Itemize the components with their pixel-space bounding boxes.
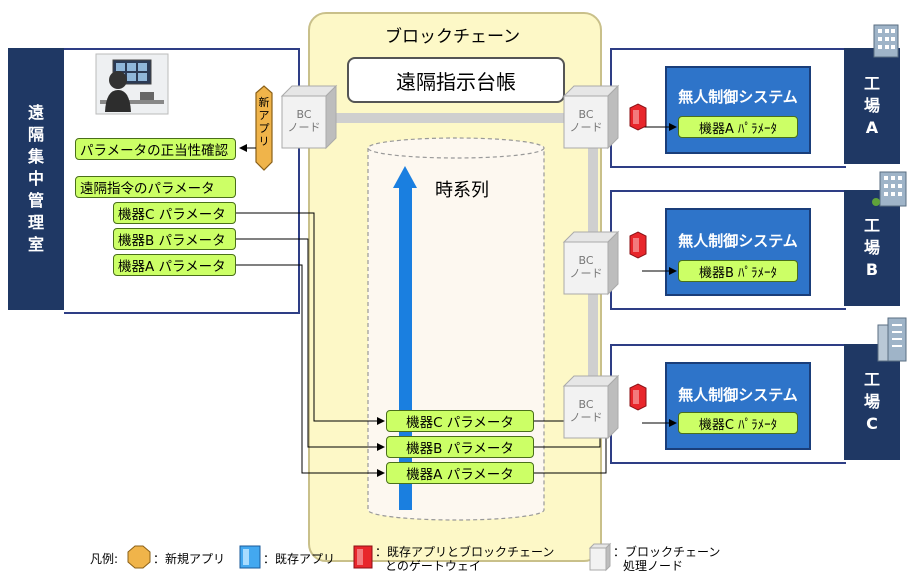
control-system-c <box>665 362 811 450</box>
ledger-title-box: 遠隔指示台帳 <box>347 57 565 103</box>
building-a-icon <box>873 24 899 58</box>
ledger-record-c: 機器C パラメータ <box>386 410 534 432</box>
ledger-record-b: 機器B パラメータ <box>386 436 534 458</box>
blockchain-title: ブロックチェーン <box>385 27 521 47</box>
bc-node-control-icon <box>280 84 338 150</box>
legend-new-app-icon <box>127 545 151 569</box>
factory-a-param: 機器A ﾊﾟﾗﾒｰﾀ <box>678 116 798 138</box>
legend-title: 凡例: <box>90 552 119 566</box>
param-b-box: 機器B パラメータ <box>113 228 236 250</box>
control-system-b-title: 無人制御システム <box>678 232 798 250</box>
legend-node-icon <box>588 542 612 572</box>
legend-node-text: ：ブロックチェーン 処理ノード <box>613 545 721 573</box>
param-c-box: 機器C パラメータ <box>113 202 236 224</box>
timeline-label: 時系列 <box>435 180 489 201</box>
verify-params-box: パラメータの正当性確認 <box>75 138 236 160</box>
building-c-icon <box>877 317 907 362</box>
legend-existing-app-text: ：既存アプリ <box>263 552 336 566</box>
gateway-c-icon <box>629 383 647 411</box>
new-app-label: 新 ア プ リ <box>258 96 270 148</box>
control-system-c-title: 無人制御システム <box>678 386 798 404</box>
building-b-icon <box>872 171 907 207</box>
legend-gateway-text: ：既存アプリとブロックチェーン とのゲートウェイ <box>375 545 555 573</box>
control-system-a-title: 無人制御システム <box>678 88 798 106</box>
factory-c-param: 機器C ﾊﾟﾗﾒｰﾀ <box>678 412 798 434</box>
control-system-a <box>665 66 811 154</box>
legend-new-app-text: ：新規アプリ <box>153 552 226 566</box>
control-room-label: 遠 隔 集 中 管 理 室 <box>8 48 64 310</box>
bc-node-b-icon <box>562 230 620 296</box>
gateway-b-icon <box>629 231 647 259</box>
param-a-box: 機器A パラメータ <box>113 254 236 276</box>
bc-node-c-icon <box>562 374 620 440</box>
factory-b-param: 機器B ﾊﾟﾗﾒｰﾀ <box>678 260 798 282</box>
ledger-record-a: 機器A パラメータ <box>386 462 534 484</box>
legend-existing-app-icon <box>239 545 261 569</box>
bc-node-a-icon <box>562 84 620 150</box>
command-params-box: 遠隔指令のパラメータ <box>75 176 236 198</box>
legend-gateway-icon <box>353 545 373 569</box>
gateway-a-icon <box>629 103 647 131</box>
